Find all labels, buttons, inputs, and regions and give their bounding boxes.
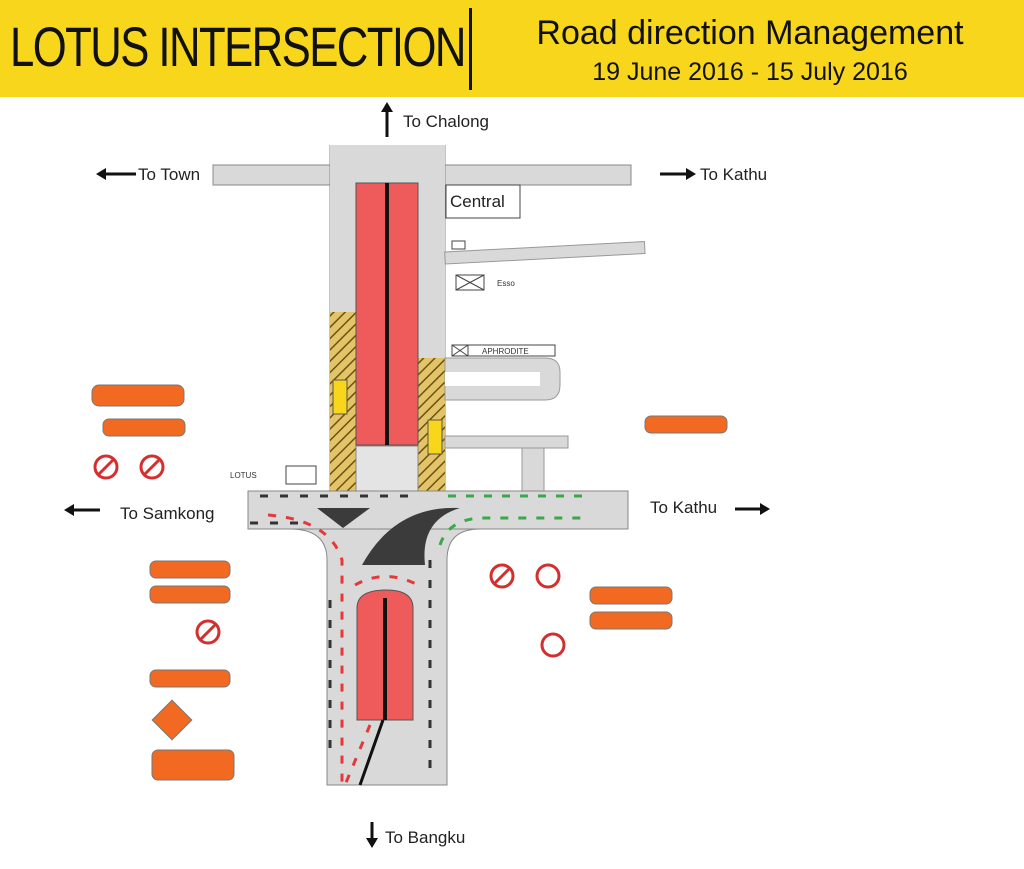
central-box bbox=[445, 184, 521, 219]
west-arrow-icon bbox=[96, 168, 136, 180]
label-to-bangku: To Bangku bbox=[385, 828, 465, 847]
label-to-kathu-mid: To Kathu bbox=[650, 498, 717, 517]
aphrodite-label: APHRODITE bbox=[482, 347, 529, 356]
black-lane-dashes bbox=[250, 494, 432, 780]
small-building bbox=[451, 240, 466, 250]
page-subtitle: Road direction Management bbox=[536, 14, 964, 52]
red-lane-dashes bbox=[267, 513, 419, 786]
yellow-sign-left bbox=[332, 379, 348, 415]
green-lane-dashes bbox=[438, 494, 590, 546]
lotus-label: LOTUS bbox=[230, 471, 257, 480]
dark-island-right bbox=[362, 507, 460, 565]
label-to-chalong: To Chalong bbox=[403, 112, 489, 131]
east-arrow-icon bbox=[735, 503, 770, 515]
date-range: 19 June 2016 - 15 July 2016 bbox=[592, 58, 908, 86]
label-to-samkong: To Samkong bbox=[120, 504, 215, 523]
south-arrow-icon bbox=[366, 822, 378, 848]
west-arrow-icon bbox=[64, 504, 100, 516]
esso-label: Esso bbox=[497, 279, 515, 288]
orange-signs bbox=[91, 384, 728, 781]
side-road-east bbox=[444, 435, 569, 449]
esso-road bbox=[444, 241, 646, 265]
label-to-kathu-top: To Kathu bbox=[700, 165, 767, 184]
east-arrow-icon bbox=[660, 168, 696, 180]
central-label: Central bbox=[450, 192, 505, 211]
header-divider bbox=[469, 8, 472, 90]
yellow-sign-right bbox=[427, 419, 443, 455]
dark-island-left bbox=[317, 508, 370, 528]
prohibition-slashes bbox=[96, 457, 512, 642]
page-title: LOTUS INTERSECTION bbox=[10, 15, 466, 78]
label-to-town: To Town bbox=[138, 165, 200, 184]
lotus-box bbox=[285, 465, 317, 485]
north-arrow-icon bbox=[381, 102, 393, 137]
header-banner: LOTUS INTERSECTION Road direction Manage… bbox=[0, 0, 1024, 97]
